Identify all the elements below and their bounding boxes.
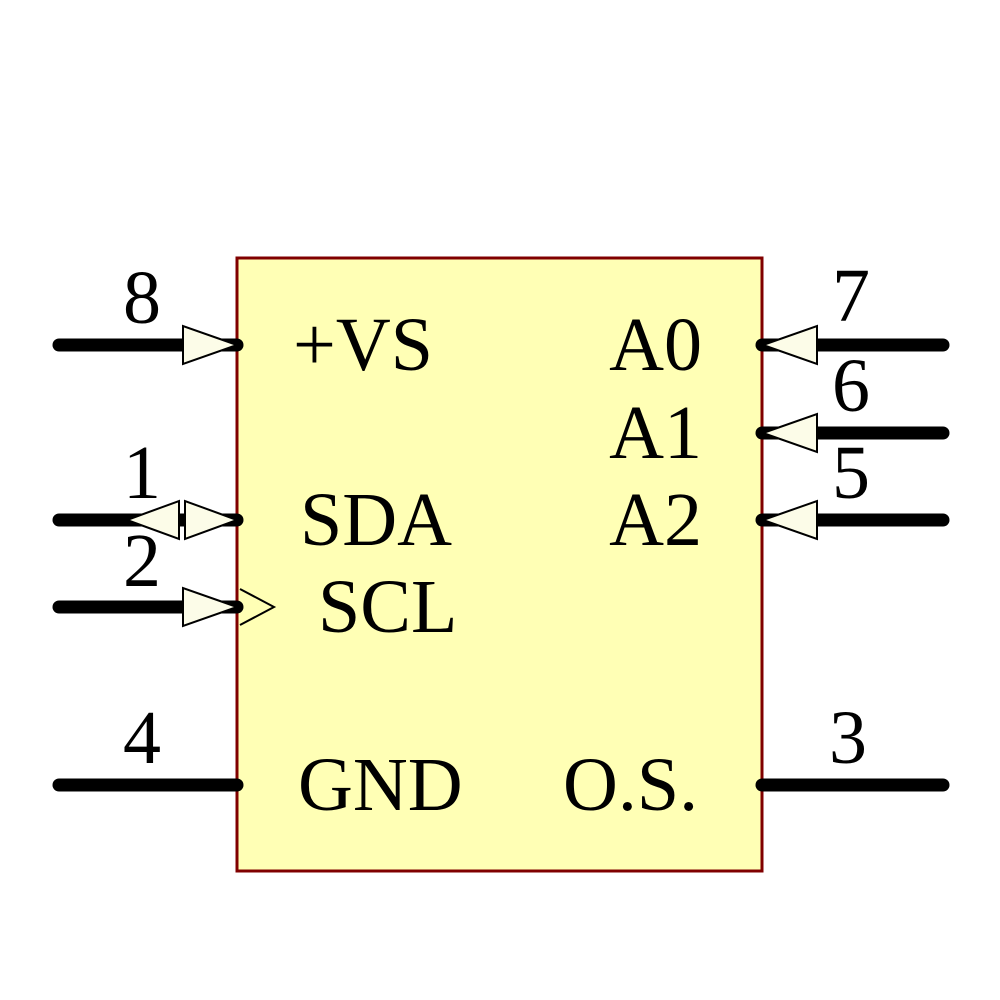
pin-a2-label: A2 bbox=[609, 478, 702, 562]
input-arrow-icon bbox=[759, 324, 818, 366]
pin-scl-label: SCL bbox=[318, 565, 457, 649]
pin-os-number: 3 bbox=[829, 696, 867, 780]
pin-a0-label: A0 bbox=[609, 303, 702, 387]
pin-gnd-label: GND bbox=[298, 743, 463, 827]
pin-vs: 8 +VS bbox=[52, 256, 433, 387]
bidirectional-arrow-right-icon bbox=[184, 499, 240, 541]
pin-a2-number: 5 bbox=[832, 431, 870, 515]
input-arrow-icon bbox=[182, 586, 241, 628]
ic-body bbox=[235, 256, 764, 873]
pin-a2: 5 A2 bbox=[609, 431, 950, 562]
pin-os-label: O.S. bbox=[563, 743, 698, 827]
pin-sda: 1 SDA bbox=[52, 431, 452, 562]
pin-a1-label: A1 bbox=[609, 391, 702, 475]
pin-vs-number: 8 bbox=[123, 256, 161, 340]
input-arrow-icon bbox=[759, 499, 818, 541]
pin-vs-label: +VS bbox=[293, 303, 433, 387]
pin-a1: 6 A1 bbox=[609, 344, 950, 475]
pin-gnd-number: 4 bbox=[123, 696, 161, 780]
pin-gnd: 4 GND bbox=[52, 696, 463, 827]
pin-sda-label: SDA bbox=[300, 478, 452, 562]
pin-a1-number: 6 bbox=[832, 344, 870, 428]
pin-os: 3 O.S. bbox=[563, 696, 950, 827]
bidirectional-arrow-left-icon bbox=[124, 499, 180, 541]
pin-scl-number: 2 bbox=[123, 519, 161, 603]
pin-scl: 2 SCL bbox=[52, 519, 457, 649]
pin-a0: 7 A0 bbox=[609, 254, 950, 387]
input-arrow-icon bbox=[759, 412, 818, 454]
pin-a0-number: 7 bbox=[832, 254, 870, 338]
pin-sda-number: 1 bbox=[123, 431, 161, 515]
clock-chevron-icon bbox=[239, 588, 277, 626]
input-arrow-icon bbox=[182, 324, 241, 366]
